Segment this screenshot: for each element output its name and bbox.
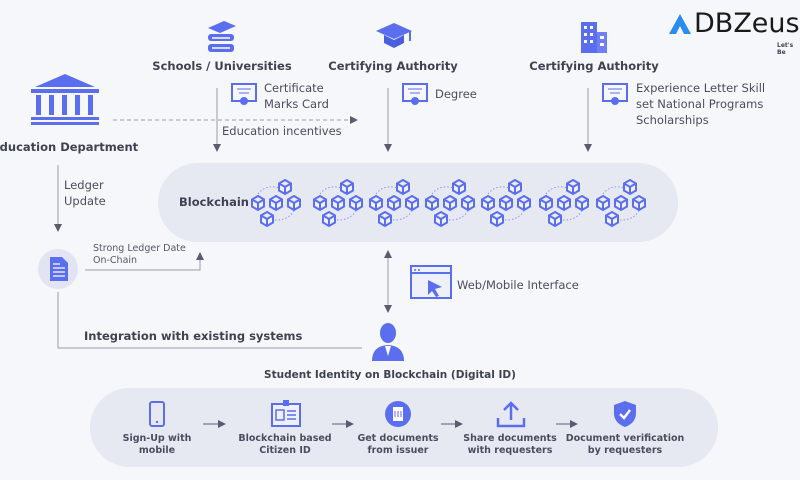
- line: Get documents: [357, 433, 439, 444]
- web-mobile-label: Web/Mobile Interface: [457, 278, 579, 292]
- steps-band: [90, 388, 718, 467]
- line: with requesters: [467, 445, 553, 456]
- mobile-phone-icon: [149, 401, 165, 427]
- student-label: Student Identity on Blockchain (Digital …: [264, 369, 516, 381]
- block-cube-icon: [349, 194, 363, 212]
- block-cube-icon: [322, 210, 336, 228]
- block-cube-icon: [499, 194, 513, 212]
- integration-label: Integration with existing systems: [84, 329, 303, 343]
- education-incentives-label: Education incentives: [222, 124, 342, 138]
- certifying1-label: Certifying Authority: [328, 59, 458, 73]
- block-cube-icon: [614, 194, 628, 212]
- student-user-icon: [372, 323, 404, 361]
- strong-ledger-arrow: [85, 252, 204, 271]
- office-building-icon: [581, 22, 607, 53]
- block-cube-icon: [605, 210, 619, 228]
- block-cube-icon: [508, 178, 522, 196]
- block-cube-icon: [313, 194, 327, 212]
- shield-check-icon: [614, 401, 636, 427]
- block-cube-icon: [260, 210, 274, 228]
- document-circle-icon: [385, 401, 411, 427]
- block-cube-icon: [269, 194, 283, 212]
- schools-label: Schools / Universities: [152, 59, 292, 73]
- line: On-Chain: [93, 255, 138, 266]
- line: Update: [64, 194, 106, 208]
- block-cube-icon: [632, 194, 646, 212]
- block-cube-icon: [596, 194, 610, 212]
- blockchain-label: Blockchain: [179, 195, 249, 209]
- doc-line: Scholarships: [636, 113, 709, 127]
- block-cube-icon: [443, 194, 457, 212]
- upload-icon: [496, 401, 526, 428]
- block-cube-icon: [340, 178, 354, 196]
- block-cube-icon: [331, 194, 345, 212]
- doc-line: Certificate: [264, 81, 324, 95]
- block-cube-icon: [623, 178, 637, 196]
- logo-tagline: Let's Be: [777, 42, 794, 56]
- block-cube-icon: [461, 194, 475, 212]
- block-cube-icon: [481, 194, 495, 212]
- certifying2-docs: Experience Letter Skill set National Pro…: [636, 80, 765, 128]
- logo: DBZeus: [668, 10, 800, 38]
- line: from issuer: [367, 445, 429, 456]
- block-cube-icon: [378, 210, 392, 228]
- block-cube-icon: [251, 194, 265, 212]
- line: by requesters: [587, 445, 663, 456]
- logo-mark-icon: [669, 14, 691, 34]
- line: Blockchain based: [238, 433, 332, 444]
- logo-text: DBZeus: [694, 8, 800, 39]
- strong-ledger-label: Strong Ledger Date On-Chain: [93, 243, 186, 267]
- block-cube-icon: [405, 194, 419, 212]
- block-cube-icon: [490, 210, 504, 228]
- block-cube-icon: [557, 194, 571, 212]
- line: Document verification: [565, 433, 685, 444]
- government-building-icon: [31, 74, 99, 125]
- integration-line: [57, 292, 362, 349]
- line: Share documents: [463, 433, 557, 444]
- doc-line: set National Programs: [636, 97, 764, 111]
- doc-line: Degree: [435, 87, 477, 101]
- line: Strong Ledger Date: [93, 243, 186, 254]
- block-cube-icon: [575, 194, 589, 212]
- block-cube-icon: [287, 194, 301, 212]
- id-badge-icon: [271, 400, 301, 427]
- document-icon: [50, 257, 68, 281]
- education-label: Education Department: [0, 140, 139, 154]
- line: Citizen ID: [259, 445, 311, 456]
- doc-line: Experience Letter Skill: [636, 81, 766, 95]
- block-cube-icon: [452, 178, 466, 196]
- block-cube-icon: [539, 194, 553, 212]
- block-cube-icon: [425, 194, 439, 212]
- schools-docs: Certificate Marks Card: [264, 80, 329, 112]
- block-cube-icon: [396, 178, 410, 196]
- certificate-icon: [231, 83, 257, 105]
- line: mobile: [138, 445, 176, 456]
- block-cube-icon: [434, 210, 448, 228]
- graduation-cap-icon: [376, 23, 412, 48]
- doc-line: Marks Card: [264, 97, 329, 111]
- certificate-icon: [602, 83, 628, 105]
- certifying1-docs: Degree: [435, 86, 477, 102]
- web-interface-icon: [410, 265, 452, 299]
- line: Sign-Up with: [122, 433, 192, 444]
- block-cube-icon: [517, 194, 531, 212]
- certificate-icon: [402, 83, 428, 105]
- block-cube-icon: [387, 194, 401, 212]
- line: Ledger: [64, 178, 104, 192]
- block-cube-icon: [369, 194, 383, 212]
- ledger-update-label: Ledger Update: [64, 177, 106, 209]
- block-cube-icon: [566, 178, 580, 196]
- block-cube-icon: [548, 210, 562, 228]
- books-icon: [208, 21, 236, 52]
- block-cube-icon: [278, 178, 292, 196]
- certifying2-label: Certifying Authority: [529, 59, 659, 73]
